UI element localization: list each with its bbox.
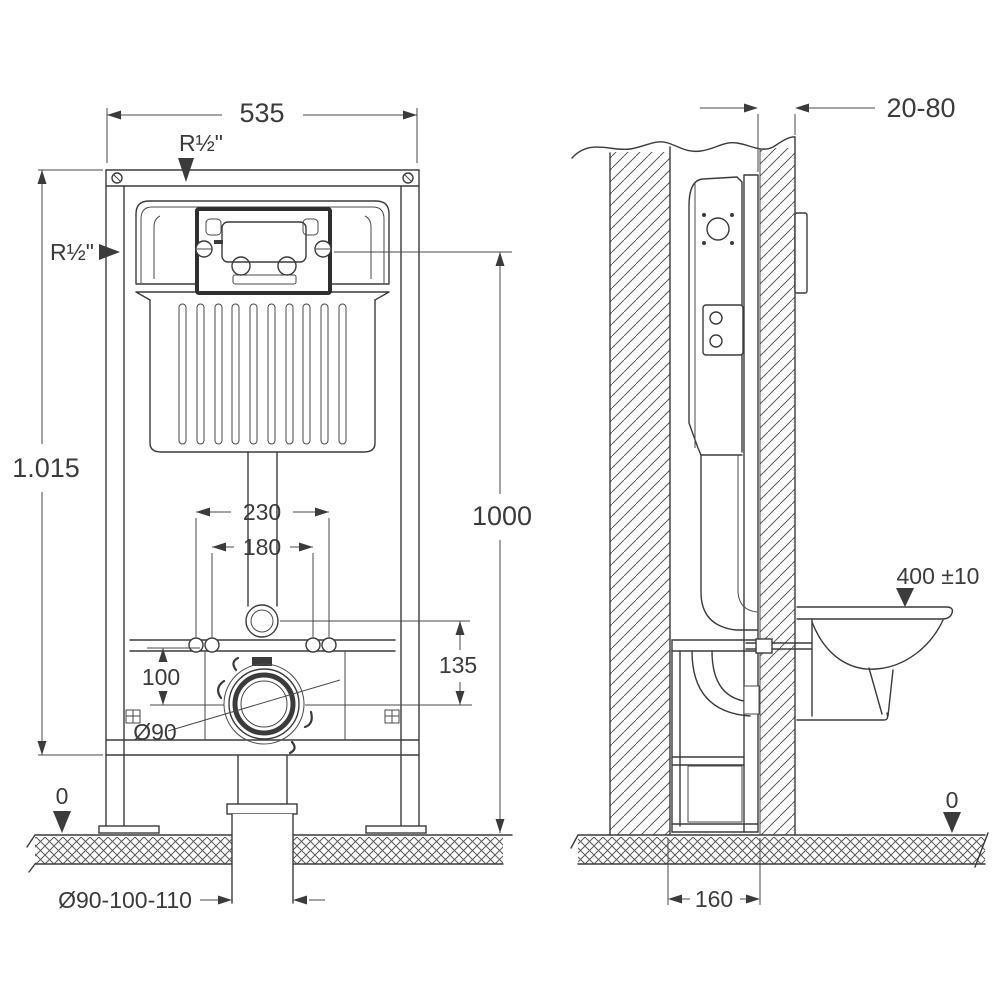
floor-zero-side: 0 xyxy=(943,787,961,833)
fixing-hole xyxy=(204,637,220,653)
supply-side-marker: R½" xyxy=(50,239,120,265)
service-void xyxy=(687,765,743,823)
dim-bowl-height: 400 ±10 xyxy=(896,563,979,607)
dim-frame-depth-label: 160 xyxy=(695,886,733,912)
dim-outlet-offset: 135 xyxy=(280,620,477,706)
side-screw-ear xyxy=(195,240,213,258)
dim-outlet-offset-label: 135 xyxy=(439,652,477,678)
corner-screw-icon xyxy=(402,172,414,184)
supply-top-label: R½" xyxy=(179,130,223,156)
structural-wall xyxy=(609,146,671,836)
cistern-tank xyxy=(149,299,376,453)
drain-outlet xyxy=(167,656,341,755)
lower-frame-side xyxy=(671,639,760,833)
bracket-screw xyxy=(709,334,723,348)
floor-side xyxy=(570,832,989,868)
foot-plate xyxy=(365,825,427,834)
flush-actuation-window xyxy=(195,207,332,295)
dim-frame-depth: 160 xyxy=(667,838,761,912)
supply-side-label: R½" xyxy=(50,239,94,265)
frame-rail-side xyxy=(743,174,759,833)
dim-total-height-label: 1.015 xyxy=(12,453,80,483)
drain-pipe xyxy=(226,755,298,904)
threaded-rod xyxy=(745,638,813,654)
dim-total-height: 1.015 xyxy=(12,169,103,756)
dim-outlet-height: 100 xyxy=(142,647,224,706)
fixing-hole xyxy=(321,637,337,653)
tank-ribs xyxy=(178,303,347,445)
frame-front xyxy=(98,169,427,834)
dim-finish-thickness: 20-80 xyxy=(700,93,956,172)
dim-fixing-outer: 230 xyxy=(195,499,330,637)
fixing-hole xyxy=(188,637,204,653)
toilet-bowl xyxy=(796,606,954,721)
diameter-leader-line xyxy=(167,679,341,732)
dim-frame-width-label: 535 xyxy=(239,98,284,128)
corner-screw-icon xyxy=(111,172,123,184)
outlet-connector xyxy=(743,685,760,715)
side-view: 20-80 400 ±10 0 160 xyxy=(570,93,989,912)
break-line xyxy=(571,136,796,159)
side-screw-ear xyxy=(314,240,332,258)
dim-plate-height: 1000 xyxy=(334,251,532,833)
wall-anchor-tab xyxy=(125,709,400,724)
lower-crossbar xyxy=(129,637,396,740)
flush-rod-hole xyxy=(277,256,297,276)
wall-finish-layer xyxy=(759,136,796,836)
dim-drain-diameters-label: Ø90-100-110 xyxy=(58,887,192,913)
dim-fixing-inner: 180 xyxy=(211,534,314,637)
floor-zero-front: 0 xyxy=(53,783,71,833)
dim-frame-width: 535 xyxy=(106,98,418,163)
dim-outlet-height-label: 100 xyxy=(142,664,180,690)
dim-plate-height-label: 1000 xyxy=(472,501,532,531)
fixing-hole xyxy=(305,637,321,653)
floor-zero-front-label: 0 xyxy=(56,783,69,809)
flush-pipe-side xyxy=(700,454,758,631)
floor-zero-side-label: 0 xyxy=(946,787,959,813)
dim-bowl-height-label: 400 ±10 xyxy=(897,563,980,589)
foot-plate xyxy=(98,825,160,834)
flush-plate-side xyxy=(794,212,808,294)
drain-elbow xyxy=(691,650,753,717)
bracket-screw xyxy=(709,311,723,325)
dim-drain-diameters: Ø90-100-110 xyxy=(58,887,325,913)
front-view: 535 R½" R½" 1.015 1000 230 xyxy=(12,98,532,913)
outlet-diameter-label: Ø90 xyxy=(133,719,176,745)
dim-fixing-outer-label: 230 xyxy=(243,499,281,525)
flush-rod-hole xyxy=(231,256,251,276)
dim-finish-thickness-label: 20-80 xyxy=(886,93,955,123)
supply-top-marker: R½" xyxy=(178,130,223,182)
inspection-port xyxy=(706,217,730,241)
dim-fixing-inner-label: 180 xyxy=(243,534,281,560)
cistern-side xyxy=(688,176,744,456)
flush-pipe-front xyxy=(245,451,279,638)
mounting-bracket xyxy=(702,304,744,356)
